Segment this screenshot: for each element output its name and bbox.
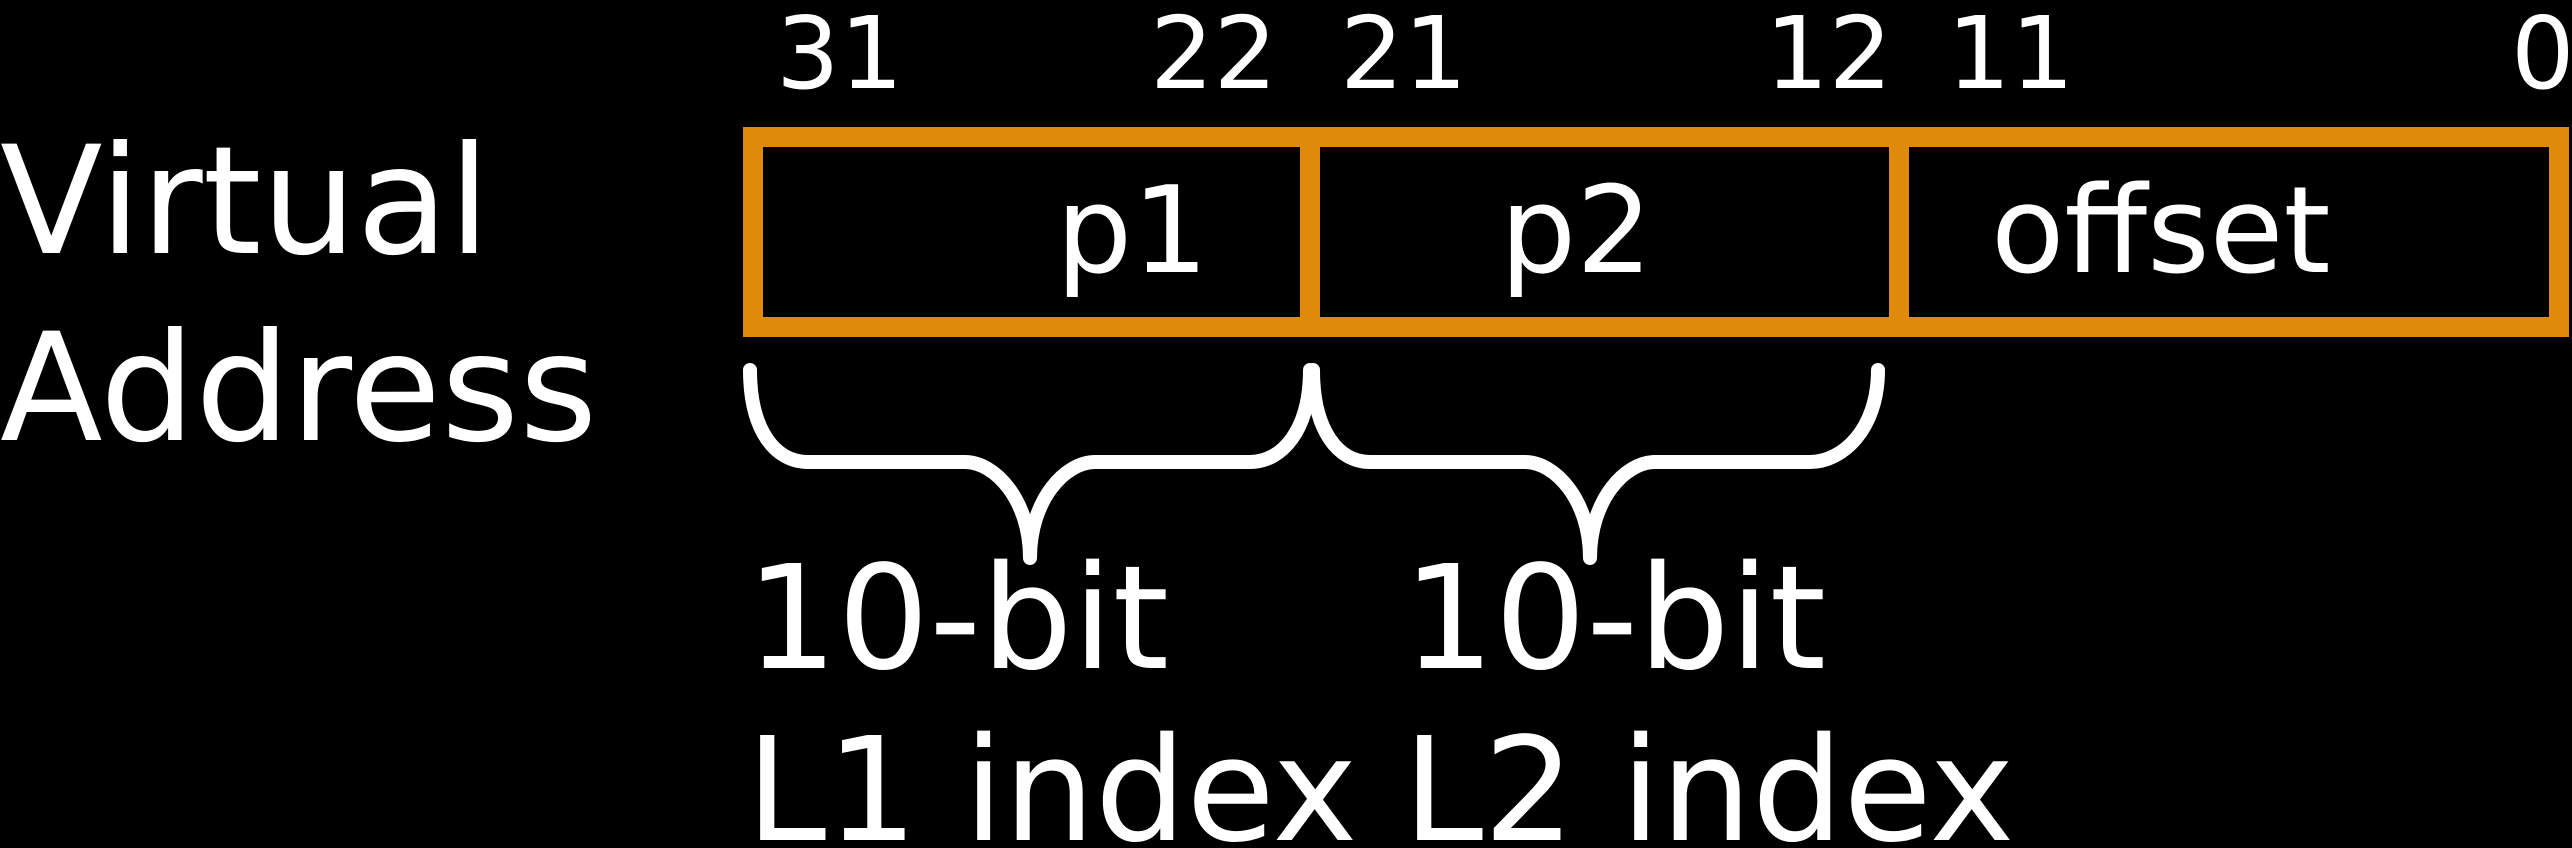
l1-brace [743, 363, 1317, 565]
bit-12-label: 12 [1765, 0, 1892, 112]
l2-brace [1306, 363, 1885, 565]
bit-22-label: 22 [1150, 0, 1277, 112]
field-offset: offset [1991, 162, 2331, 301]
bit-31-label: 31 [776, 0, 903, 112]
bit-21-label: 21 [1340, 0, 1467, 112]
bit-11-label: 11 [1947, 0, 2074, 112]
virtual-label: Virtual [0, 115, 490, 289]
l1-index-caption: L1 index [746, 706, 1358, 848]
register-outline [743, 127, 2569, 337]
address-register [743, 127, 2569, 337]
field-p2: p2 [1500, 162, 1653, 301]
bit-0-label: 0 [2511, 0, 2572, 112]
address-label: Address [0, 302, 597, 476]
l2-width-caption: 10-bit [1403, 534, 1826, 702]
l1-width-caption: 10-bit [746, 534, 1169, 702]
l2-index-caption: L2 index [1403, 706, 2015, 848]
field-p1: p1 [1056, 162, 1209, 301]
